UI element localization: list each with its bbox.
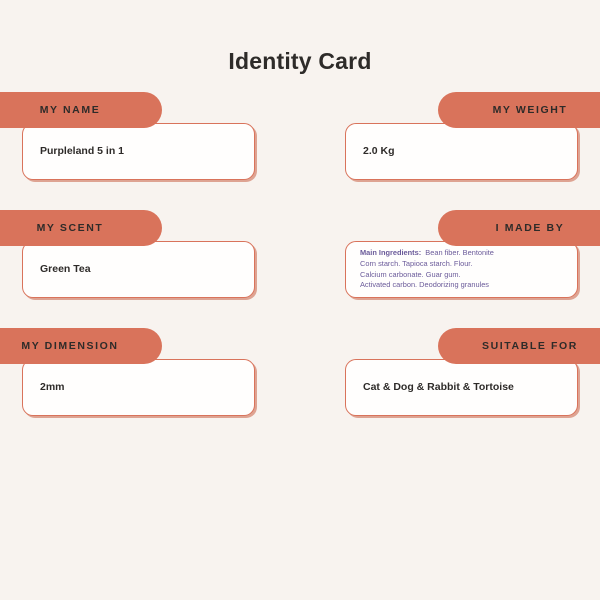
ingredients-text-1: Bean fiber. Bentonite <box>425 248 494 258</box>
card-my-name-label: MY NAME <box>39 104 101 116</box>
card-suitable-for-value: Cat & Dog & Rabbit & Tortoise <box>363 381 514 394</box>
ingredients-lead: Main Ingredients: <box>360 248 422 258</box>
card-my-dimension: MY DIMENSION 2mm <box>0 328 270 428</box>
card-i-made-by: I MADE BY Main Ingredients: Bean fiber. … <box>330 210 600 310</box>
card-my-name: MY NAME Purpleland 5 in 1 <box>0 92 270 192</box>
ingredients-line-1: Main Ingredients: Bean fiber. Bentonite <box>360 248 494 259</box>
card-i-made-by-label: I MADE BY <box>495 222 565 234</box>
card-my-name-tab: MY NAME <box>0 92 162 128</box>
card-my-scent-value: Green Tea <box>40 263 91 276</box>
card-i-made-by-body: Main Ingredients: Bean fiber. Bentonite … <box>345 241 578 298</box>
card-my-weight-value: 2.0 Kg <box>363 145 395 158</box>
card-my-weight: MY WEIGHT 2.0 Kg <box>330 92 600 192</box>
card-my-dimension-body: 2mm <box>22 359 255 416</box>
card-suitable-for-label: SUITABLE FOR <box>481 340 578 352</box>
card-suitable-for-body: Cat & Dog & Rabbit & Tortoise <box>345 359 578 416</box>
card-my-weight-body: 2.0 Kg <box>345 123 578 180</box>
card-row-1: MY NAME Purpleland 5 in 1 MY WEIGHT 2.0 … <box>0 92 600 210</box>
ingredients-line-2: Corn starch. Tapioca starch. Flour. <box>360 258 473 268</box>
card-row-3: MY DIMENSION 2mm SUITABLE FOR Cat & Dog … <box>0 328 600 446</box>
card-i-made-by-tab: I MADE BY <box>438 210 600 246</box>
card-my-weight-label: MY WEIGHT <box>492 104 568 116</box>
card-my-dimension-value: 2mm <box>40 381 65 394</box>
card-my-dimension-tab: MY DIMENSION <box>0 328 162 364</box>
card-my-dimension-label: MY DIMENSION <box>21 340 119 352</box>
page-title: Identity Card <box>228 48 372 74</box>
card-my-name-value: Purpleland 5 in 1 <box>40 145 125 158</box>
ingredients-list: Main Ingredients: Bean fiber. Bentonite … <box>346 248 508 290</box>
identity-card-grid: MY NAME Purpleland 5 in 1 MY WEIGHT 2.0 … <box>0 92 600 446</box>
card-suitable-for-tab: SUITABLE FOR <box>438 328 600 364</box>
card-my-scent: MY SCENT Green Tea <box>0 210 270 310</box>
card-my-scent-body: Green Tea <box>22 241 255 298</box>
card-row-2: MY SCENT Green Tea I MADE BY Main Ingred… <box>0 210 600 328</box>
ingredients-line-4: Activated carbon. Deodorizing granules <box>360 280 490 290</box>
card-my-scent-tab: MY SCENT <box>0 210 162 246</box>
card-suitable-for: SUITABLE FOR Cat & Dog & Rabbit & Tortoi… <box>330 328 600 428</box>
card-my-name-body: Purpleland 5 in 1 <box>22 123 255 180</box>
ingredients-line-3: Calcium carbonate. Guar gum. <box>360 269 461 279</box>
card-my-weight-tab: MY WEIGHT <box>438 92 600 128</box>
card-my-scent-label: MY SCENT <box>36 222 104 234</box>
